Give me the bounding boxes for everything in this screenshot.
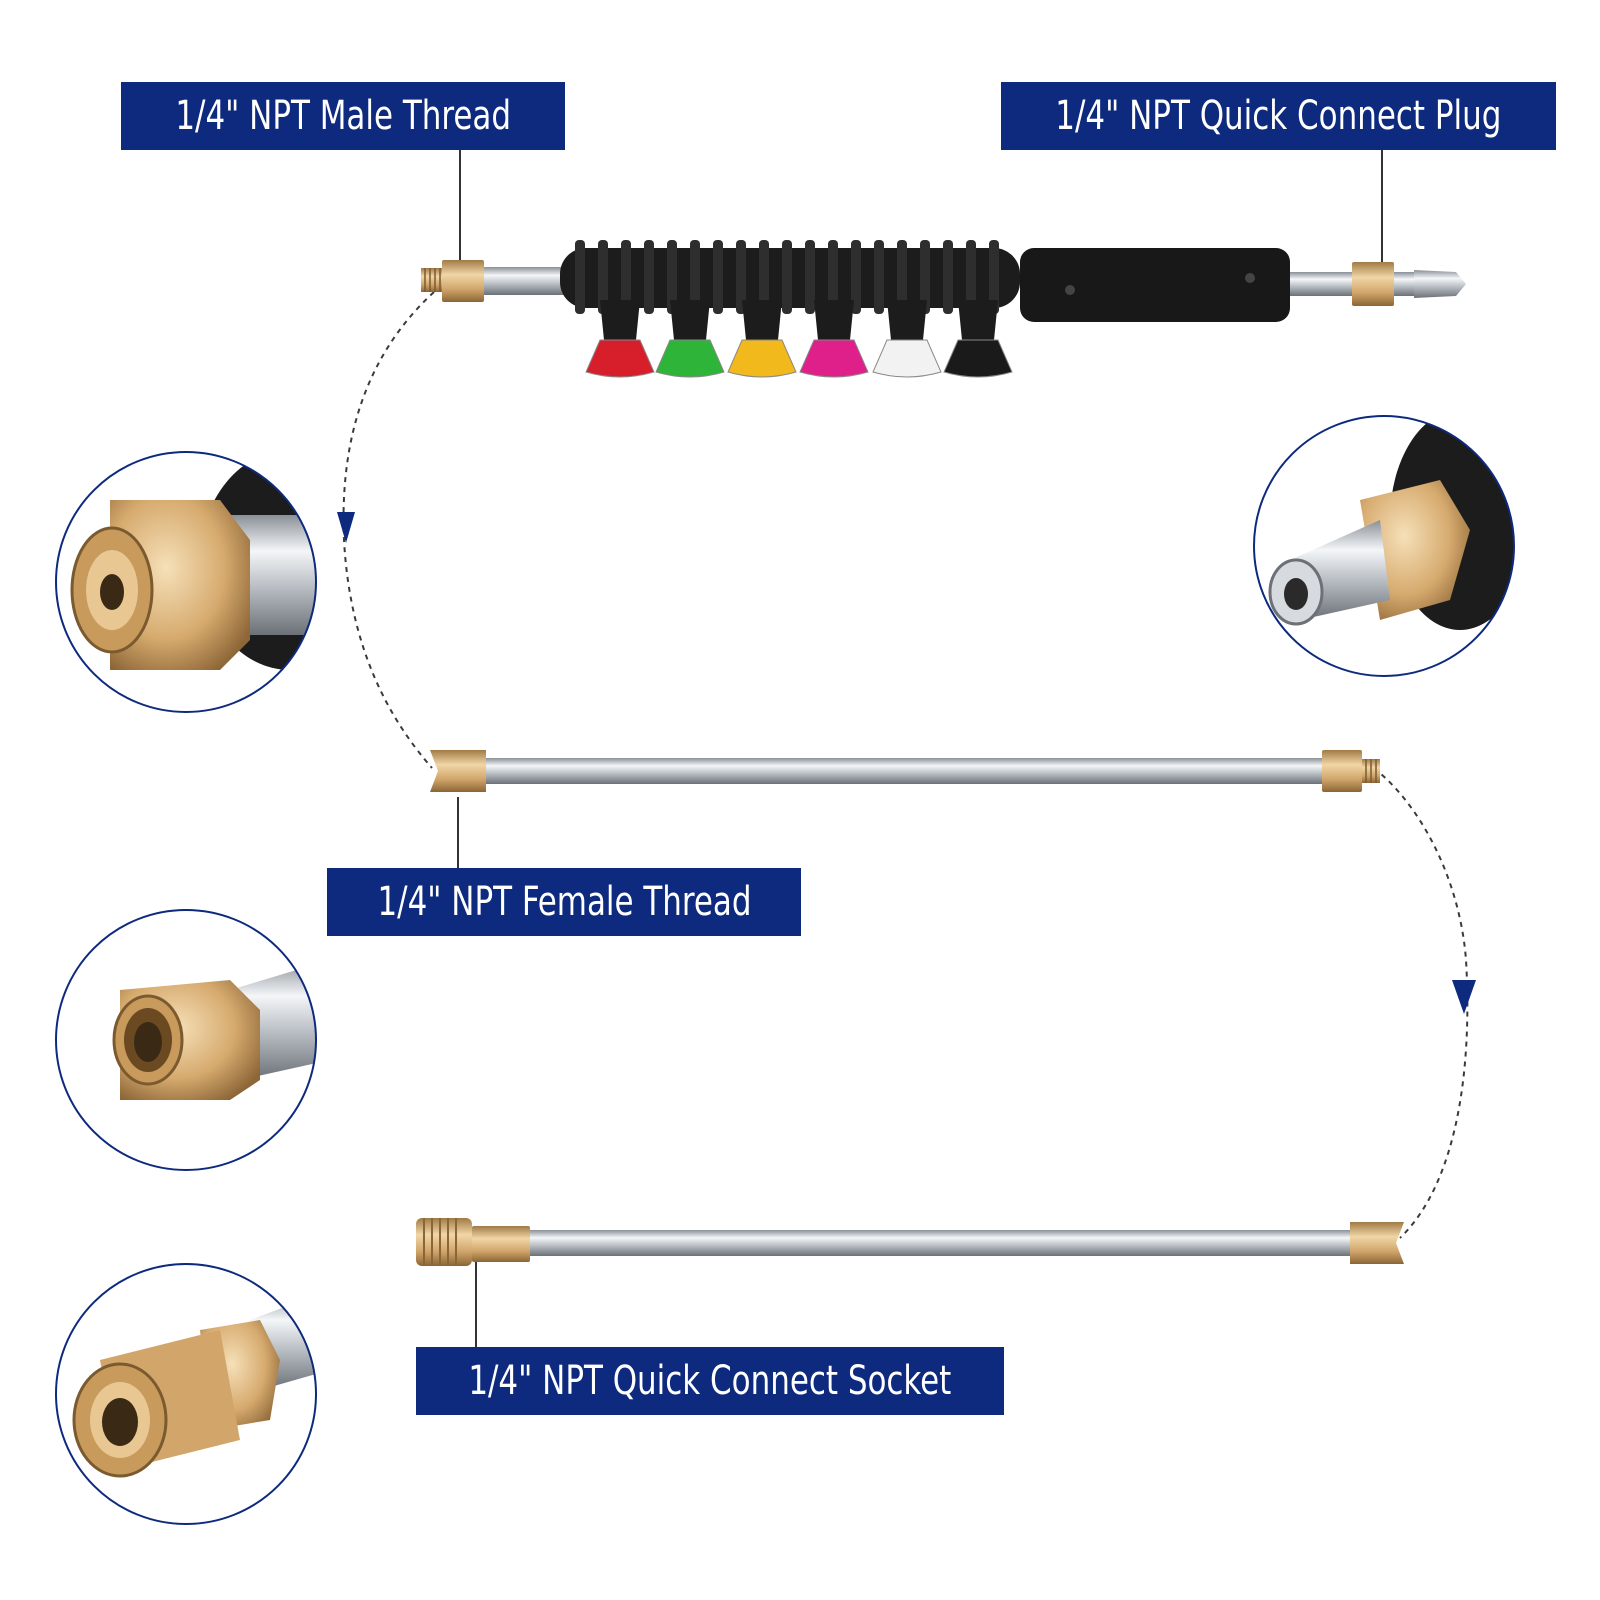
yellow-nozzle-tip — [727, 339, 797, 378]
male-thread-detail-circle — [55, 451, 317, 713]
female-thread-detail-circle — [55, 909, 317, 1171]
pink-nozzle-tip — [799, 339, 869, 378]
bottom-extension-wand — [416, 1218, 1404, 1266]
quick-connect-plug-detail-circle — [1253, 415, 1515, 677]
female-thread-label: 1/4" NPT Female Thread — [327, 868, 801, 936]
down-arrow-icon — [337, 512, 355, 543]
female-fitting — [430, 750, 486, 792]
male-thread-tip — [421, 268, 443, 292]
plug-hex-fitting — [1352, 262, 1394, 306]
green-nozzle-tip — [655, 339, 725, 378]
male-hex-fitting — [1322, 750, 1362, 792]
quick-connect-plug-label: 1/4" NPT Quick Connect Plug — [1001, 82, 1556, 150]
female-fitting — [1350, 1222, 1404, 1264]
wand-grip — [1020, 248, 1290, 322]
white-nozzle-tip — [872, 339, 942, 378]
nozzle-set — [585, 300, 1013, 378]
male-thread-label: 1/4" NPT Male Thread — [121, 82, 565, 150]
down-arrow-icon — [1452, 980, 1476, 1014]
quick-connect-socket-detail-circle — [55, 1263, 317, 1525]
quick-connect-socket-label: 1/4" NPT Quick Connect Socket — [416, 1347, 1004, 1415]
middle-extension-wand — [430, 750, 1380, 792]
quick-connect-socket — [416, 1218, 472, 1266]
male-hex-fitting — [442, 260, 484, 302]
connect-path-left — [342, 291, 435, 769]
top-wand — [421, 240, 1466, 322]
quick-connect-plug — [1414, 270, 1466, 298]
connect-path-right — [1365, 761, 1469, 1239]
red-nozzle-tip — [585, 339, 655, 378]
black-nozzle-tip — [943, 339, 1013, 378]
